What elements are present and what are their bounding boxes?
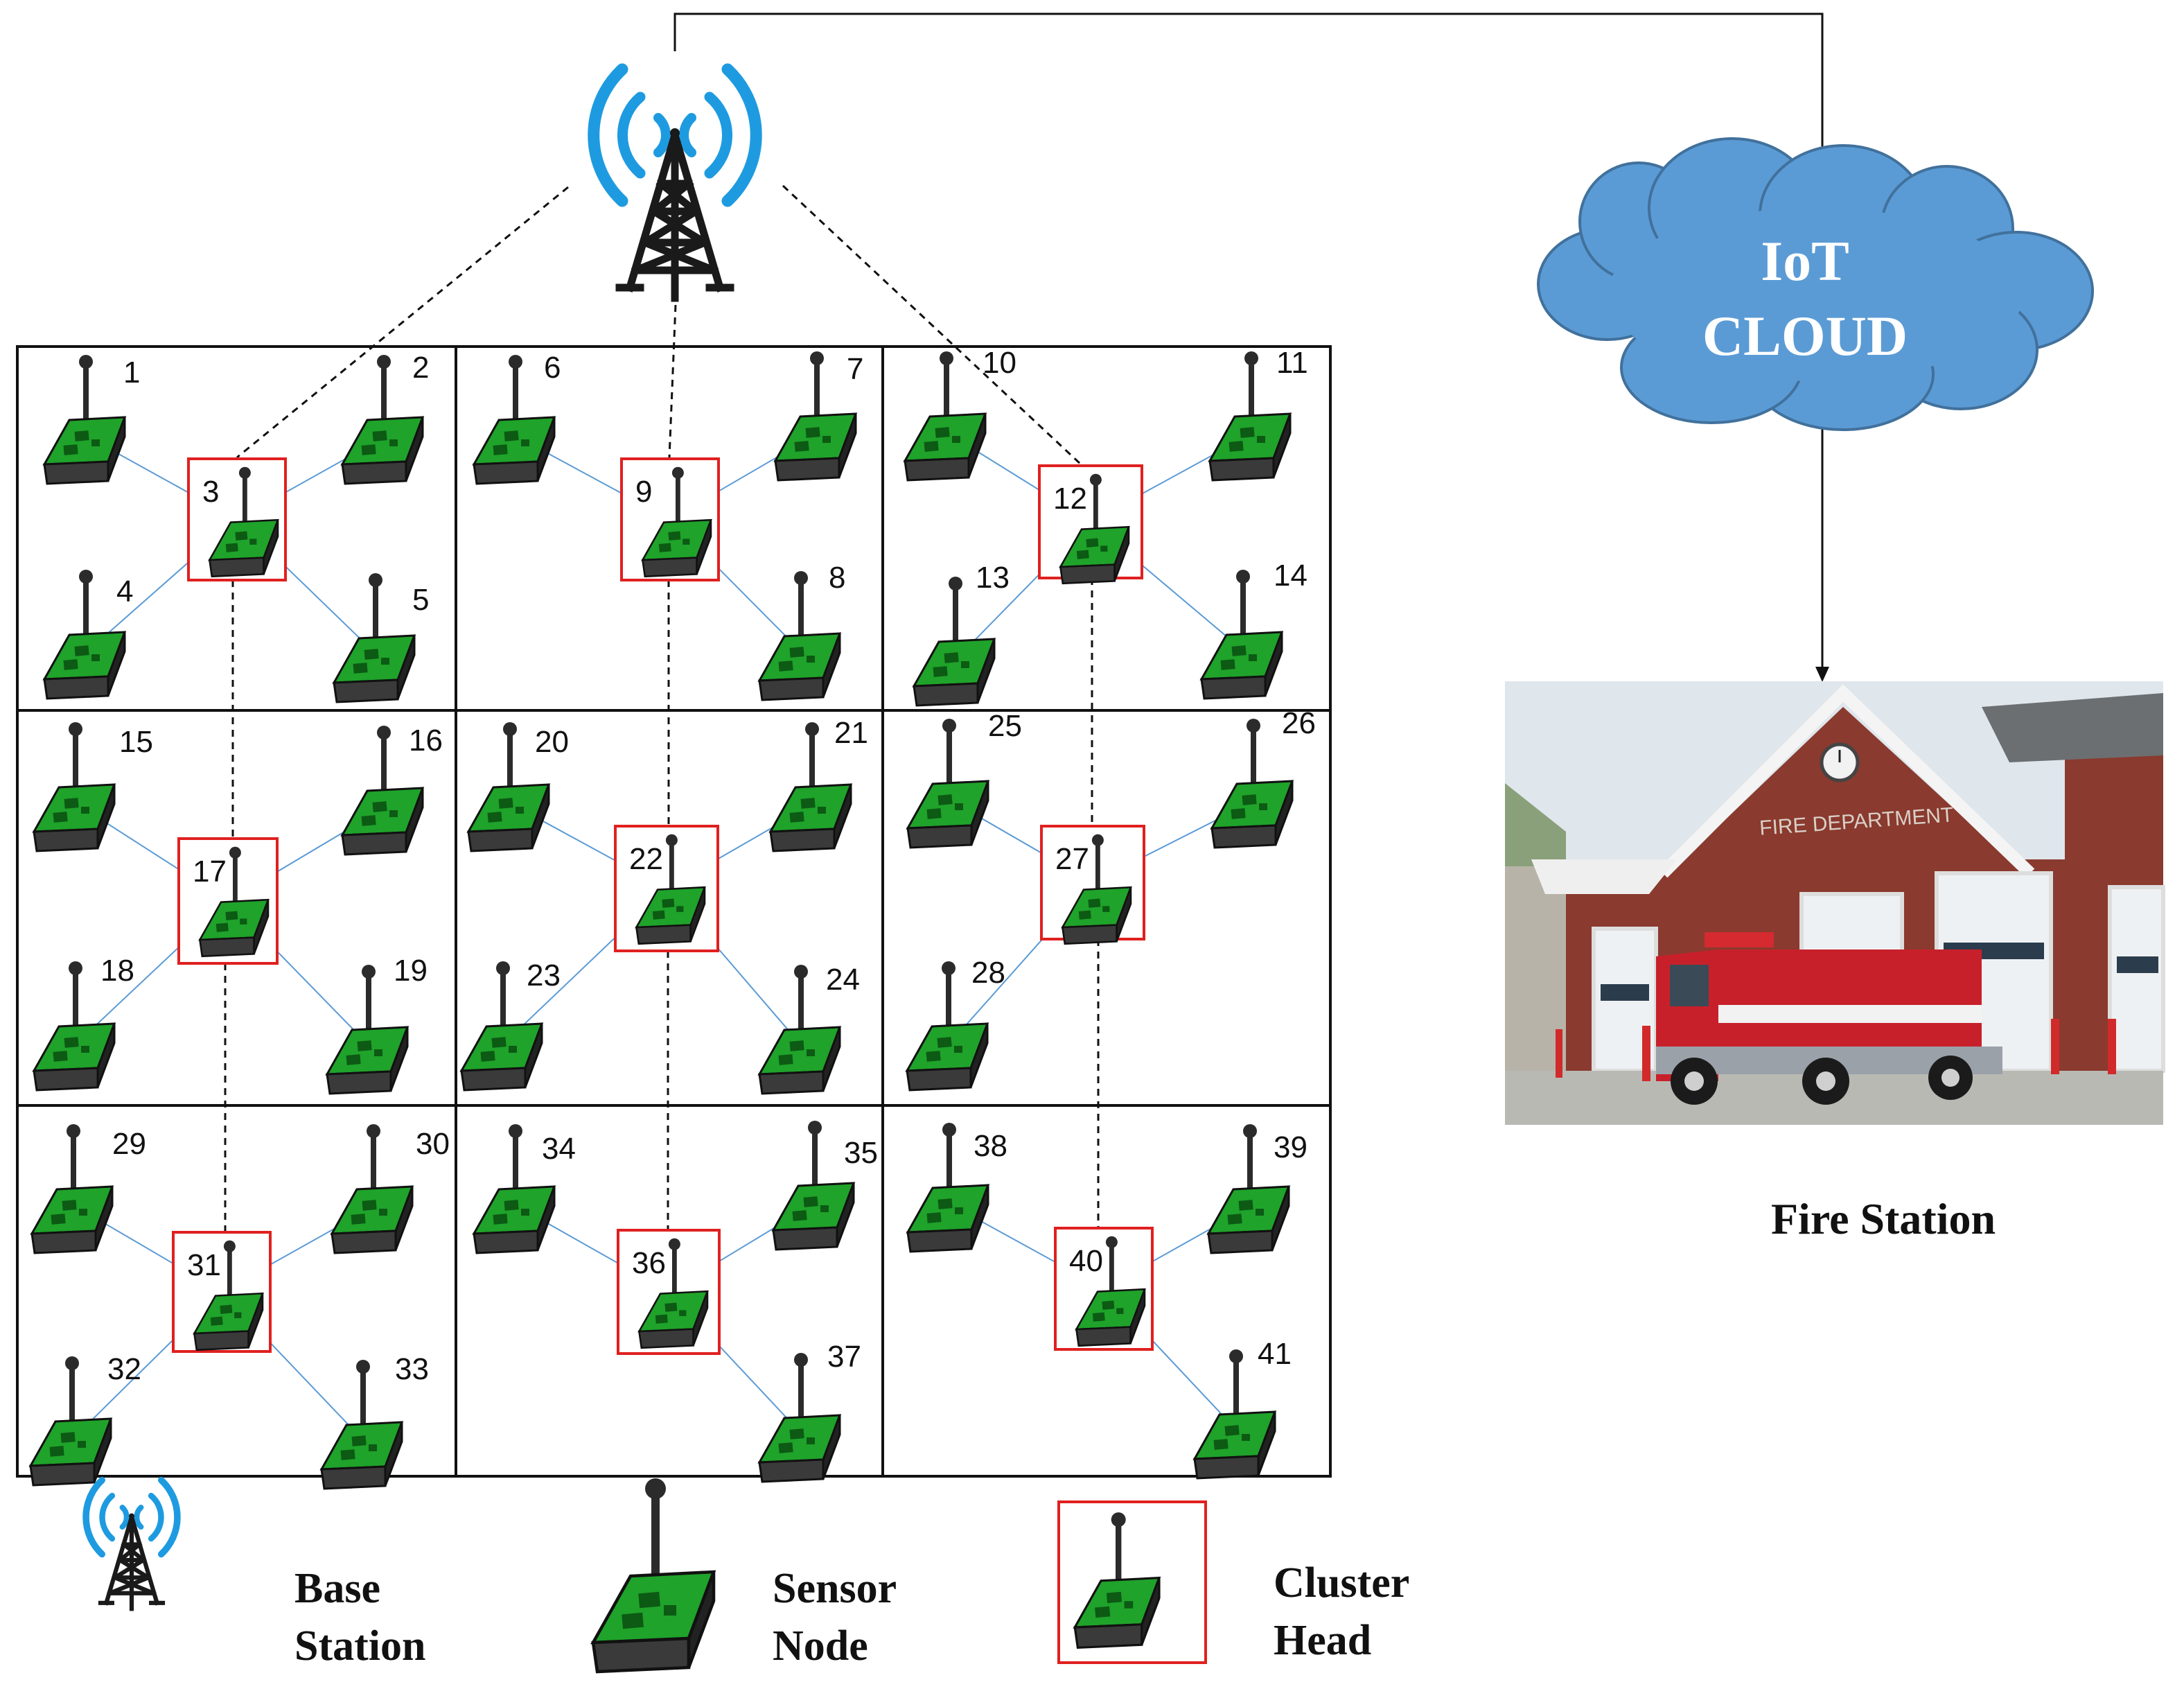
sensor-node-label: 38 xyxy=(974,1129,1007,1163)
cluster-head-label: 12 xyxy=(1053,482,1087,516)
legend-sensor-node-line1: Sensor xyxy=(773,1565,897,1612)
sensor-node-label: 24 xyxy=(826,963,860,997)
sensor-node-35-icon xyxy=(773,1121,854,1250)
cluster-head-label: 27 xyxy=(1055,842,1089,876)
sensor-node-label: 5 xyxy=(412,583,429,617)
cluster-head-label: 17 xyxy=(193,855,227,889)
sensor-node-label: 14 xyxy=(1274,559,1307,593)
sensor-node-label: 19 xyxy=(394,954,428,988)
sensor-node-7-icon xyxy=(775,351,856,480)
sensor-node-33-icon xyxy=(322,1360,402,1489)
sensor-node-label: 2 xyxy=(412,351,429,385)
sensor-node-label: 39 xyxy=(1274,1130,1307,1164)
sensor-node-label: 34 xyxy=(542,1132,576,1166)
sensor-node-13-icon xyxy=(914,577,994,706)
sensor-node-8-icon xyxy=(759,571,840,700)
sensor-node-label: 35 xyxy=(844,1136,878,1170)
legend-cluster-head-line1: Cluster xyxy=(1274,1559,1409,1607)
sensor-node-label: 25 xyxy=(988,709,1022,743)
station-arrow-head xyxy=(1815,667,1829,682)
sensor-node-label: 28 xyxy=(971,956,1005,990)
legend-sensor-node-line2: Node xyxy=(773,1622,868,1670)
sensor-node-label: 33 xyxy=(395,1352,429,1386)
sensor-node-30-icon xyxy=(332,1124,412,1253)
sensor-node-4-icon xyxy=(44,570,125,699)
sensor-node-label: 6 xyxy=(544,351,561,385)
legend-base-station-icon xyxy=(86,1480,177,1609)
cluster-head-label: 22 xyxy=(629,842,663,876)
sensor-node-label: 21 xyxy=(834,716,868,750)
sensor-node-label: 26 xyxy=(1282,706,1316,740)
cluster-head-label: 40 xyxy=(1069,1244,1103,1278)
sensor-node-label: 7 xyxy=(847,352,863,386)
sensor-node-label: 41 xyxy=(1258,1337,1292,1371)
legend-sensor-node-icon xyxy=(593,1478,714,1672)
cloud-label-line2: CLOUD xyxy=(1702,304,1908,367)
sensor-node-label: 37 xyxy=(827,1340,861,1374)
sensor-node-14-icon xyxy=(1201,570,1282,699)
sensor-node-32-icon xyxy=(30,1356,111,1485)
sensor-node-label: 23 xyxy=(527,959,561,992)
sensor-node-label: 15 xyxy=(119,725,153,759)
sensor-node-5-icon xyxy=(334,573,414,702)
sensor-node-label: 10 xyxy=(983,346,1016,380)
legend-cluster-head-box xyxy=(1057,1500,1207,1664)
sensor-node-label: 8 xyxy=(829,561,845,595)
sensor-node-2-icon xyxy=(342,355,423,484)
fire-truck xyxy=(1656,932,2002,1105)
sensor-node-label: 1 xyxy=(123,356,140,390)
sensor-node-label: 13 xyxy=(976,561,1010,595)
legend-base-station-line1: Base xyxy=(294,1565,380,1612)
sensor-node-25-icon xyxy=(908,719,988,848)
sensor-node-label: 30 xyxy=(416,1127,450,1161)
sensor-node-26-icon xyxy=(1212,719,1292,848)
sensor-node-label: 11 xyxy=(1276,346,1308,380)
cluster-head-label: 36 xyxy=(632,1246,666,1280)
iot-cloud: IoT CLOUD xyxy=(1537,137,2094,431)
legend-base-station-line2: Station xyxy=(294,1622,425,1670)
cluster-head-label: 9 xyxy=(635,475,652,509)
legend: Base Station Sensor Node Cluster Head xyxy=(86,1478,1409,1672)
base-station-tower-icon xyxy=(594,69,757,298)
sensor-node-29-icon xyxy=(32,1124,112,1253)
sensor-node-10-icon xyxy=(905,351,985,480)
uplink-arrows xyxy=(673,12,1824,668)
sensor-node-label: 20 xyxy=(535,725,569,759)
sensor-node-label: 16 xyxy=(409,724,443,758)
sensor-node-label: 18 xyxy=(100,954,134,988)
cloud-label-line1: IoT xyxy=(1761,229,1849,292)
sensor-node-1-icon xyxy=(44,355,125,484)
base-station-links xyxy=(236,184,1082,466)
cluster-head-label: 3 xyxy=(202,475,219,509)
legend-cluster-head-line2: Head xyxy=(1274,1617,1371,1664)
grid-border xyxy=(16,345,1332,1478)
sensor-node-15-icon xyxy=(34,722,114,851)
cluster-head-label: 31 xyxy=(187,1248,221,1282)
legend-cluster-head-icon xyxy=(1075,1512,1159,1647)
sensor-node-6-icon xyxy=(474,355,554,484)
sensor-node-label: 29 xyxy=(112,1127,146,1161)
sensor-node-label: 32 xyxy=(107,1352,141,1386)
sensor-node-label: 4 xyxy=(116,575,133,609)
fire-station-caption: Fire Station xyxy=(1771,1194,1996,1243)
fire-station-photo: FIRE DEPARTMENT xyxy=(1505,681,2165,1125)
